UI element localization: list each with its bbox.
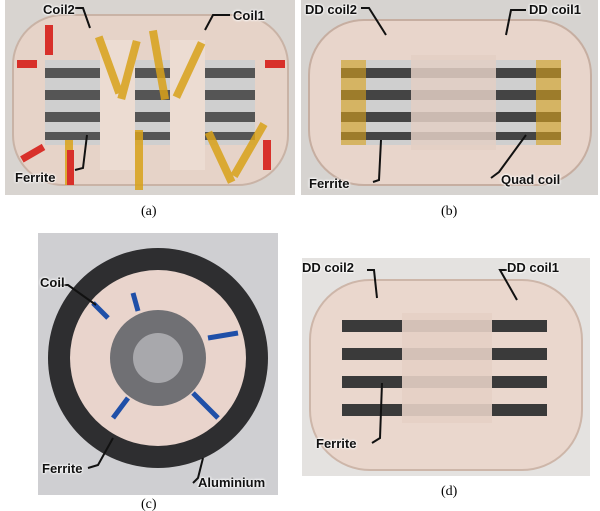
label-coil: Coil: [40, 275, 65, 290]
label-aluminium: Aluminium: [198, 475, 266, 490]
photo-b-drawing: [308, 7, 592, 186]
label-ferrite: Ferrite: [309, 176, 350, 191]
label-dd-coil2: DD coil2: [302, 260, 355, 275]
label-quad-coil: Quad coil: [501, 172, 561, 187]
photo-b: DD coil2 DD coil1 Ferrite Quad coil: [301, 0, 598, 195]
label-dd-coil1: DD coil1: [529, 2, 582, 17]
label-coil1: Coil1: [233, 8, 265, 23]
label-dd-coil2: DD coil2: [305, 2, 358, 17]
label-dd-coil1: DD coil1: [507, 260, 560, 275]
photo-c: Coil Ferrite Aluminium: [38, 233, 278, 495]
caption-a: (a): [141, 204, 157, 219]
caption-c: (c): [141, 497, 157, 511]
label-ferrite: Ferrite: [42, 461, 83, 476]
caption-b: (b): [441, 204, 458, 219]
photo-a: Coil2 Coil1 Ferrite: [5, 0, 295, 195]
photo-a-drawing: [12, 7, 289, 190]
label-ferrite: Ferrite: [15, 170, 56, 185]
label-ferrite: Ferrite: [316, 436, 357, 451]
label-coil2: Coil2: [43, 2, 75, 17]
photo-d: DD coil2 DD coil1 Ferrite: [302, 258, 590, 476]
photo-c-drawing: [48, 248, 268, 484]
caption-d: (d): [441, 484, 458, 499]
photo-d-drawing: [309, 269, 583, 471]
